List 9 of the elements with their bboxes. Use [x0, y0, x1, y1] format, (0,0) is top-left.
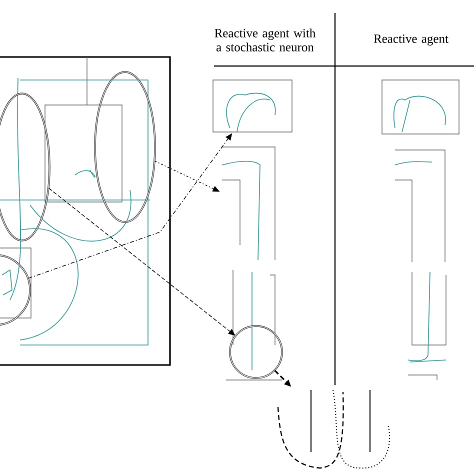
- column-header: Reactive agent with a stochastic neuron: [214, 28, 316, 52]
- highlight-ellipse: [0, 92, 50, 242]
- highlight-circle: [229, 325, 283, 379]
- trajectory-drawing: [212, 80, 292, 132]
- trajectory-drawing: [277, 389, 390, 469]
- trajectory-drawing: [222, 146, 276, 260]
- column-header: Reactive agent: [374, 34, 448, 46]
- highlight-circle: [0, 254, 31, 326]
- highlight-ellipse: [94, 71, 156, 223]
